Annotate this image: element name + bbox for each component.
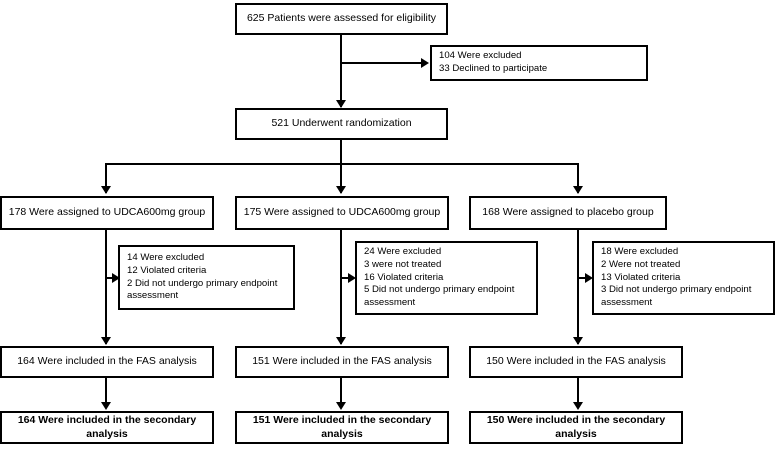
node-randomization-label: 521 Underwent randomization <box>271 117 412 130</box>
arrowhead-arm2-assigned <box>336 186 346 194</box>
node-arm2-excluded: 24 Were excluded 3 were not treated 16 V… <box>355 241 538 315</box>
arrowhead-arm3-excluded <box>585 273 593 283</box>
node-arm1-fas: 164 Were included in the FAS analysis <box>0 346 214 378</box>
node-arm2-fas: 151 Were included in the FAS analysis <box>235 346 449 378</box>
node-arm1-assigned: 178 Were assigned to UDCA600mg group <box>0 196 214 230</box>
node-arm2-secondary: 151 Were included in the secondary analy… <box>235 411 449 444</box>
connector-drop-arm1 <box>105 163 107 193</box>
node-arm3-excluded-label: 18 Were excluded 2 Were not treated 13 V… <box>601 246 752 308</box>
arrowhead-arm1-assigned <box>101 186 111 194</box>
node-arm3-secondary-label: 150 Were included in the secondary analy… <box>486 414 666 440</box>
arrowhead-arm2-fas <box>336 337 346 345</box>
arrowhead-arm1-excluded <box>112 273 120 283</box>
node-arm2-excluded-label: 24 Were excluded 3 were not treated 16 V… <box>364 246 515 308</box>
node-arm1-excluded-label: 14 Were excluded 12 Violated criteria 2 … <box>127 252 278 302</box>
connector-arm2-fas-to-secondary <box>340 378 342 408</box>
arrowhead-to-excluded-top <box>421 58 429 68</box>
arrowhead-arm1-fas <box>101 337 111 345</box>
arrowhead-arm3-secondary <box>573 402 583 410</box>
connector-arm2-to-excluded <box>340 277 352 279</box>
arrowhead-arm3-assigned <box>573 186 583 194</box>
connector-arm3-to-excluded <box>577 277 589 279</box>
node-arm1-fas-label: 164 Were included in the FAS analysis <box>17 355 197 368</box>
node-arm3-secondary: 150 Were included in the secondary analy… <box>469 411 683 444</box>
node-arm2-assigned: 175 Were assigned to UDCA600mg group <box>235 196 449 230</box>
connector-arm1-to-excluded <box>105 277 115 279</box>
node-enrollment: 625 Patients were assessed for eligibili… <box>235 3 448 35</box>
connector-drop-arm3 <box>577 163 579 193</box>
node-arm3-fas: 150 Were included in the FAS analysis <box>469 346 683 378</box>
arrowhead-arm1-secondary <box>101 402 111 410</box>
node-arm3-assigned-label: 168 Were assigned to placebo group <box>482 206 654 219</box>
node-arm3-fas-label: 150 Were included in the FAS analysis <box>486 355 666 368</box>
node-arm1-secondary: 164 Were included in the secondary analy… <box>0 411 214 444</box>
node-randomization: 521 Underwent randomization <box>235 108 448 140</box>
connector-arm3-spine <box>577 230 579 344</box>
connector-randomization-stem <box>340 140 342 165</box>
arrowhead-arm2-excluded <box>348 273 356 283</box>
node-arm2-secondary-label: 151 Were included in the secondary analy… <box>252 414 432 440</box>
node-arm2-fas-label: 151 Were included in the FAS analysis <box>252 355 432 368</box>
node-enrollment-label: 625 Patients were assessed for eligibili… <box>246 12 437 25</box>
node-arm1-secondary-label: 164 Were included in the secondary analy… <box>17 414 197 440</box>
connector-enrollment-trunk <box>340 35 342 107</box>
node-excluded-top-label: 104 Were excluded 33 Declined to partici… <box>439 50 548 74</box>
arrowhead-arm2-secondary <box>336 402 346 410</box>
connector-arm1-spine <box>105 230 107 344</box>
node-arm2-assigned-label: 175 Were assigned to UDCA600mg group <box>243 206 441 219</box>
node-arm3-excluded: 18 Were excluded 2 Were not treated 13 V… <box>592 241 775 315</box>
node-excluded-top: 104 Were excluded 33 Declined to partici… <box>430 45 648 81</box>
connector-arm2-spine <box>340 230 342 344</box>
connector-arm3-fas-to-secondary <box>577 378 579 408</box>
arrowhead-to-randomization <box>336 100 346 108</box>
connector-to-excluded-top <box>340 62 424 64</box>
arrowhead-arm3-fas <box>573 337 583 345</box>
connector-split-rail <box>105 163 579 165</box>
node-arm3-assigned: 168 Were assigned to placebo group <box>469 196 667 230</box>
node-arm1-excluded: 14 Were excluded 12 Violated criteria 2 … <box>118 245 295 310</box>
connector-arm1-fas-to-secondary <box>105 378 107 408</box>
node-arm1-assigned-label: 178 Were assigned to UDCA600mg group <box>8 206 206 219</box>
connector-drop-arm2 <box>340 163 342 193</box>
